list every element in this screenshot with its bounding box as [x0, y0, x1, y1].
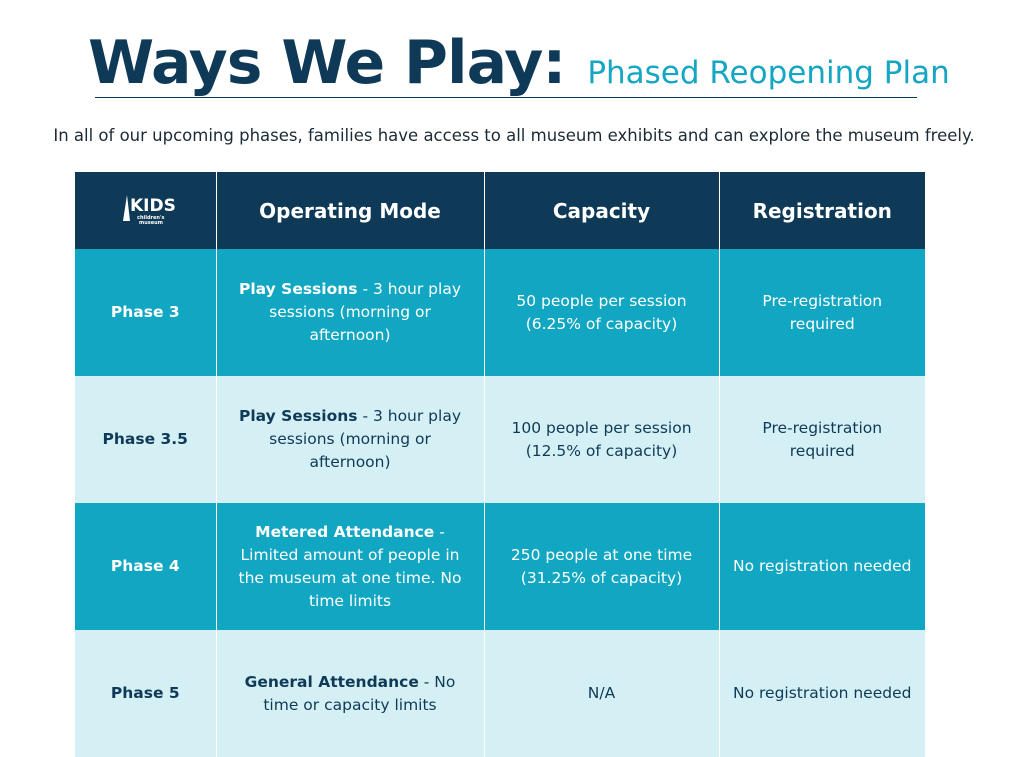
phase-label: Phase 3 [75, 249, 217, 376]
table-row: Phase 3 Play Sessions - 3 hour play sess… [75, 249, 925, 376]
mode-description: - 3 hour play sessions (morning or after… [269, 280, 461, 344]
capacity-cell: 50 people per session (6.25% of capacity… [483, 249, 720, 376]
registration-cell: Pre-registration required [718, 376, 925, 503]
mode-name: General Attendance [244, 672, 419, 691]
logo-cell: KIDS children's museum [75, 172, 217, 249]
page-header: Ways We Play: Phased Reopening Plan [88, 28, 950, 98]
table-row: Phase 3.5 Play Sessions - 3 hour play se… [75, 376, 925, 503]
table-row: Phase 5 General Attendance - No time or … [75, 630, 925, 757]
title-divider [95, 97, 917, 98]
phase-label: Phase 3.5 [75, 376, 217, 503]
intro-text: In all of our upcoming phases, families … [53, 126, 975, 145]
registration-cell: No registration needed [718, 503, 925, 630]
table-row: Phase 4 Metered Attendance - Limited amo… [75, 503, 925, 630]
column-header-registration: Registration [719, 172, 925, 249]
mode-description: - Limited amount of people in the museum… [238, 522, 462, 610]
operating-mode-cell: Play Sessions - 3 hour play sessions (mo… [215, 376, 485, 503]
column-header-operating-mode: Operating Mode [216, 172, 485, 249]
capacity-cell: 100 people per session (12.5% of capacit… [483, 376, 720, 503]
mode-description: - No time or capacity limits [263, 672, 456, 714]
svg-text:KIDS: KIDS [130, 196, 175, 216]
phase-label: Phase 5 [75, 630, 217, 757]
column-header-capacity: Capacity [484, 172, 720, 249]
svg-text:children's: children's [137, 215, 164, 221]
operating-mode-cell: Play Sessions - 3 hour play sessions (mo… [215, 249, 485, 376]
registration-cell: No registration needed [718, 630, 925, 757]
mode-description: - 3 hour play sessions (morning or after… [269, 407, 461, 471]
mode-name: Play Sessions [239, 280, 358, 298]
page-title: Ways We Play: [88, 28, 566, 98]
mode-name: Metered Attendance [255, 522, 435, 541]
table-header-row: KIDS children's museum Operating Mode Ca… [75, 172, 925, 249]
capacity-cell: 250 people at one time (31.25% of capaci… [483, 503, 720, 630]
capacity-cell: N/A [483, 630, 720, 757]
operating-mode-cell: General Attendance - No time or capacity… [215, 630, 485, 757]
page-subtitle: Phased Reopening Plan [587, 55, 950, 91]
mode-name: Play Sessions [239, 407, 358, 425]
registration-cell: Pre-registration required [718, 249, 925, 376]
kids-museum-logo-icon: KIDS children's museum [115, 191, 176, 226]
reopening-plan-table: KIDS children's museum Operating Mode Ca… [75, 172, 925, 757]
operating-mode-cell: Metered Attendance - Limited amount of p… [215, 503, 485, 630]
svg-text:museum: museum [139, 220, 163, 225]
phase-label: Phase 4 [75, 503, 217, 630]
